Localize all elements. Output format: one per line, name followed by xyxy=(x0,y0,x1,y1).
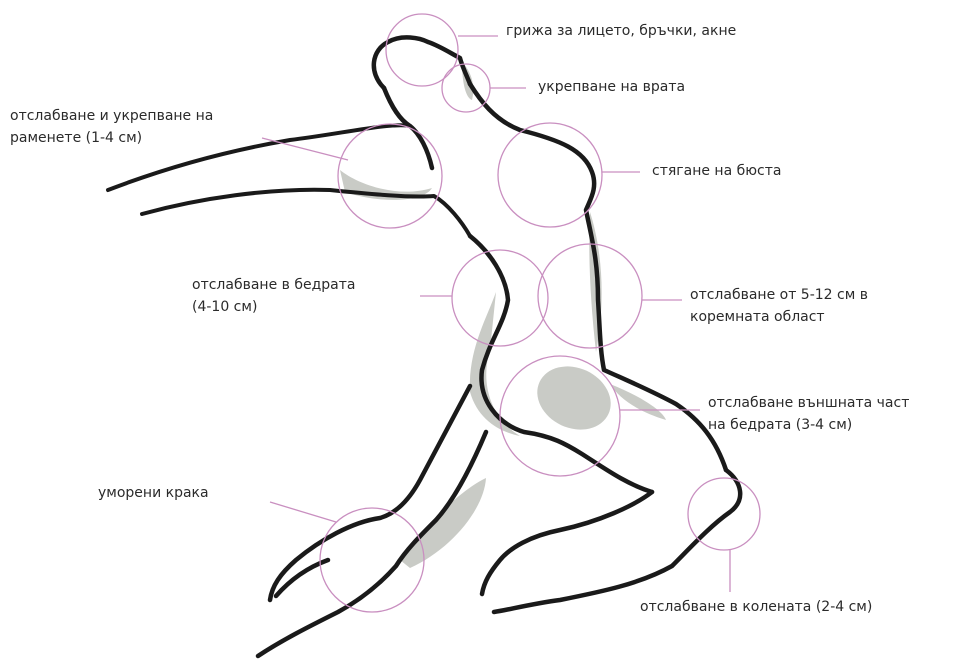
label-outer-thighs: отслабване външната част на бедрата (3-4… xyxy=(708,392,909,436)
label-neck: укрепване на врата xyxy=(538,76,685,98)
label-legs: уморени крака xyxy=(98,482,209,504)
back-leg-inner xyxy=(258,432,486,656)
label-abdomen: отслабване от 5-12 см в коремната област xyxy=(690,284,868,328)
label-hips-line-1: отслабване в бедрата xyxy=(192,274,355,296)
label-knees: отслабване в колената (2-4 см) xyxy=(640,596,872,618)
label-face: грижа за лицето, бръчки, акне xyxy=(506,20,736,42)
label-outer-thighs-line-1: отслабване външната част xyxy=(708,392,909,414)
label-bust: стягане на бюста xyxy=(652,160,781,182)
leader-shoulders xyxy=(262,138,348,160)
arm-bottom xyxy=(142,190,470,236)
label-outer-thighs-line-2: на бедрата (3-4 см) xyxy=(708,414,909,436)
circle-hips xyxy=(452,250,548,346)
label-shoulders: отслабване и укрепване на раменете (1-4 … xyxy=(10,105,213,149)
label-hips: отслабване в бедрата (4-10 см) xyxy=(192,274,355,318)
label-shoulders-line-1: отслабване и укрепване на xyxy=(10,105,213,127)
back-line xyxy=(470,236,652,492)
label-hips-line-2: (4-10 см) xyxy=(192,296,355,318)
back-upper-arm xyxy=(384,88,432,168)
shade-outer-thigh xyxy=(527,355,621,441)
label-abdomen-line-1: отслабване от 5-12 см в xyxy=(690,284,868,306)
label-abdomen-line-2: коремната област xyxy=(690,306,868,328)
label-shoulders-line-2: раменете (1-4 см) xyxy=(10,127,213,149)
circle-shoulders xyxy=(338,124,442,228)
leader-legs xyxy=(270,502,336,522)
front-shin xyxy=(482,492,652,594)
back-leg xyxy=(270,386,470,600)
